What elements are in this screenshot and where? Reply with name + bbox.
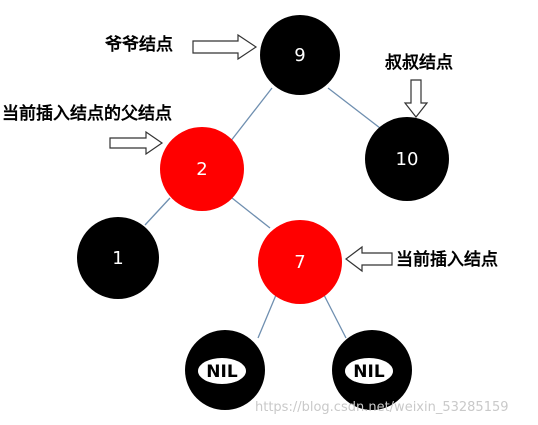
node-nil-right-badge: [345, 358, 393, 384]
edge-7-nil-left: [257, 294, 277, 339]
arrow-down-uncle-icon: [403, 79, 429, 118]
uncle-label: 叔叔结点: [385, 53, 453, 73]
grandparent-label: 爷爷结点: [105, 35, 173, 55]
parent-label: 当前插入结点的父结点: [2, 104, 172, 124]
node-1-label: 1: [112, 248, 123, 269]
node-2-circle: [160, 127, 244, 211]
node-9: 9: [260, 15, 340, 95]
current-label: 当前插入结点: [396, 250, 498, 270]
watermark-url: https://blog.csdn.net/weixin_53285159: [255, 400, 509, 415]
edge-9-10: [327, 87, 381, 129]
node-7-label: 7: [294, 252, 305, 273]
arrow-right-grandparent-icon: [192, 33, 258, 61]
node-9-label: 9: [294, 45, 305, 66]
node-10: 10: [365, 117, 449, 201]
node-2: 2: [160, 127, 244, 211]
arrow-left-current-icon: [345, 245, 393, 273]
node-nil-left: NIL: [185, 330, 265, 410]
node-1-circle: [77, 217, 159, 299]
node-1: 1: [77, 217, 159, 299]
node-10-label: 10: [396, 149, 419, 170]
arrows: [109, 33, 429, 273]
node-nil-right-label: NIL: [353, 362, 385, 382]
node-2-label: 2: [196, 159, 207, 180]
node-10-circle: [365, 117, 449, 201]
node-nil-left-label: NIL: [206, 362, 238, 382]
tree-edges: [144, 87, 381, 339]
node-nil-left-badge: [198, 358, 246, 384]
edge-2-1: [144, 197, 171, 226]
edge-7-nil-right: [323, 294, 347, 339]
edge-9-2: [229, 87, 273, 143]
node-9-circle: [260, 15, 340, 95]
node-7-circle: [258, 220, 342, 304]
node-nil-right: NIL: [332, 330, 412, 410]
arrow-right-parent-icon: [109, 130, 164, 156]
node-7: 7: [258, 220, 342, 304]
edge-2-7: [231, 197, 271, 229]
